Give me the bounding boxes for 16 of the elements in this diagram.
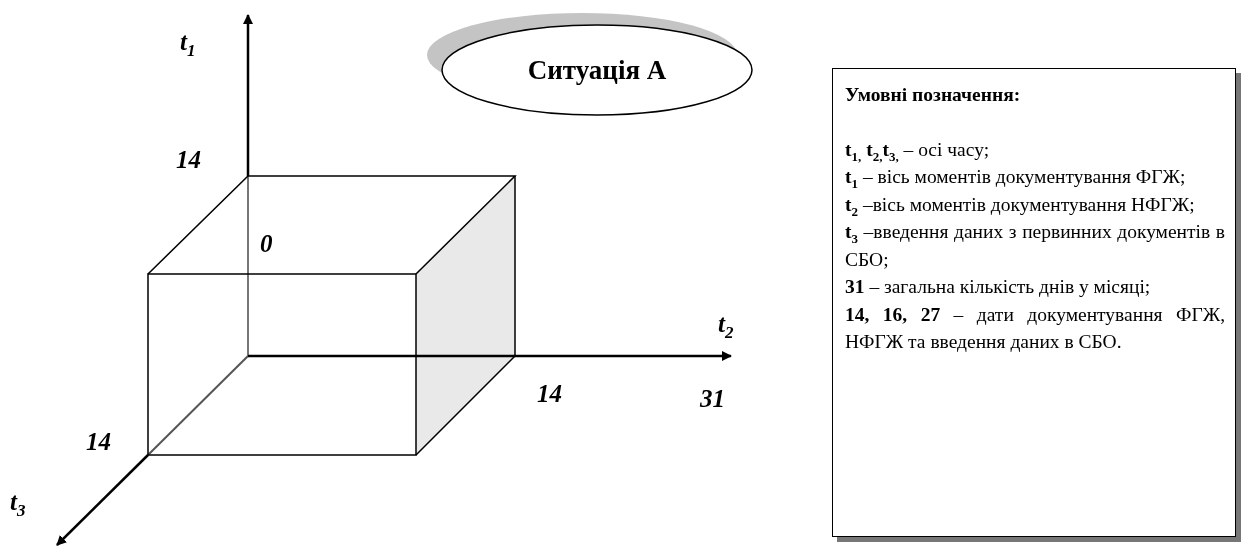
legend-entry: t$_{1}$ – вісь моментів документування ФГЖ; (845, 165, 1187, 191)
tick-label: 14 (86, 428, 111, 456)
legend-heading: Умовні позначення: (845, 83, 1022, 107)
legend-entry: t$_{3}$ –введення даних з первинних документів в СБО; (845, 220, 1225, 272)
tick-label: 14 (176, 146, 201, 174)
tick-label: 31 (700, 385, 725, 413)
situation-title: Ситуація А (527, 55, 667, 85)
legend-entry: 31 – загальна кількість днів у місяці; (845, 275, 1152, 299)
axis-label: t$_{1}$ (180, 28, 196, 62)
tick-label: 14 (537, 380, 562, 408)
axis-label: t$_{3}$ (10, 488, 26, 522)
axis-label: t$_{2}$ (718, 310, 734, 344)
origin-label: 0 (260, 230, 273, 258)
legend-entry: 14, 16, 27 – дати документування ФГЖ, НФГЖ та введення даних в СБО. (845, 302, 1225, 354)
legend-entry: t$_{2}$ –вісь моментів документування НФГЖ; (845, 192, 1196, 218)
legend-entry: t$_{1,}$ t$_{2,}$t$_{3,}$ – осі часу; (845, 137, 991, 163)
